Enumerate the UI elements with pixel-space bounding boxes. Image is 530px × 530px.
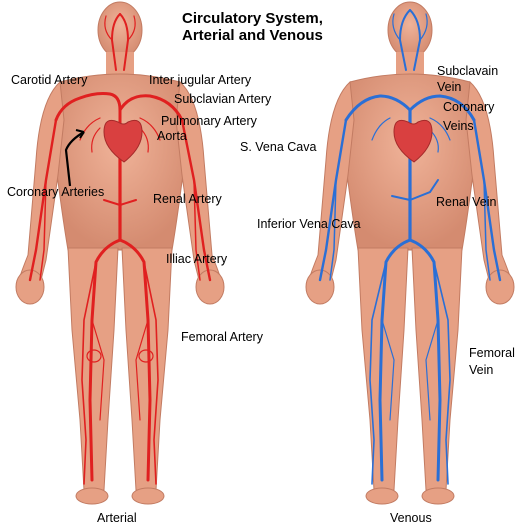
label-renal-vein: Renal Vein xyxy=(436,195,497,209)
label-renal-artery: Renal Artery xyxy=(153,192,222,206)
diagram-title: Circulatory System, Arterial and Venous xyxy=(182,10,323,44)
label-carotid-artery: Carotid Artery xyxy=(11,73,88,87)
label-subclavain-vein-2: Vein xyxy=(437,80,462,94)
caption-venous: Venous xyxy=(390,511,432,525)
label-subclavian-artery: Subclavian Artery xyxy=(174,92,272,106)
label-subclavain-vein-1: Subclavain xyxy=(437,64,499,78)
title-line-1: Circulatory System, xyxy=(182,10,323,27)
venous-body xyxy=(305,1,515,505)
coronary-pointer-arrow xyxy=(64,131,85,187)
heart-venous xyxy=(393,119,433,163)
label-s-vena-cava: S. Vena Cava xyxy=(240,140,317,154)
label-coronary-veins-2: Veins xyxy=(443,119,474,133)
caption-arterial: Arterial xyxy=(97,511,137,525)
label-femoral-vein-2: Vein xyxy=(469,363,494,377)
arterial-body xyxy=(15,1,225,505)
label-inferior-vena-cava: Inferior Vena Cava xyxy=(257,217,361,231)
label-coronary-arteries: Coronary Arteries xyxy=(7,185,105,199)
label-aorta: Aorta xyxy=(157,129,187,143)
heart-arterial xyxy=(103,119,143,163)
label-illiac-artery: Illiac Artery xyxy=(166,252,228,266)
title-line-2: Arterial and Venous xyxy=(182,27,323,44)
label-coronary-veins-1: Coronary xyxy=(443,100,495,114)
artery-network xyxy=(28,13,212,485)
label-femoral-vein-1: Femoral xyxy=(469,346,515,360)
label-femoral-artery: Femoral Artery xyxy=(181,330,263,344)
label-pulmonary-artery: Pulmonary Artery xyxy=(161,114,257,128)
label-inter-jugular-artery: Inter jugular Artery xyxy=(149,73,252,87)
